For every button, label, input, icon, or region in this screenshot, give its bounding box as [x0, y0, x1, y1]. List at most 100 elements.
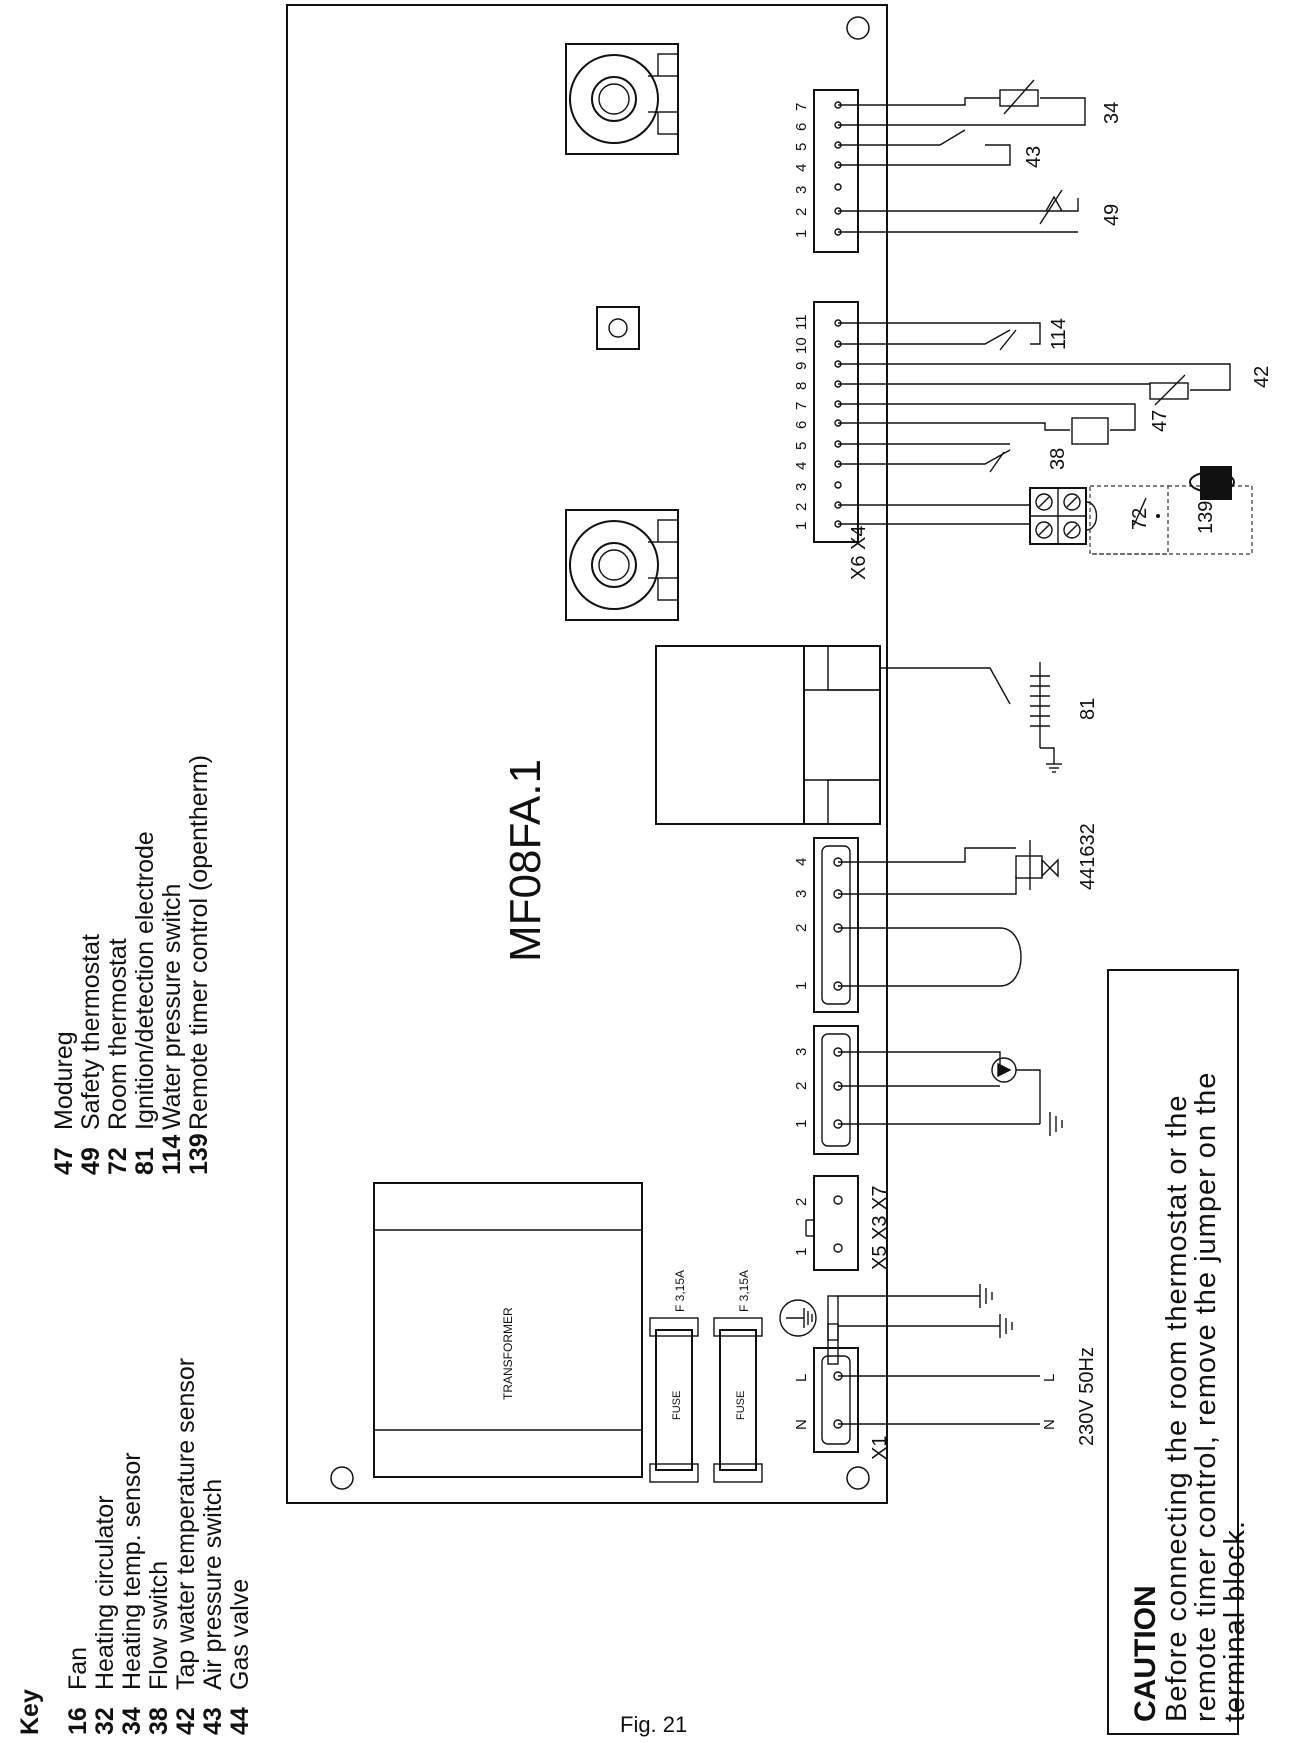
legend-label-43: Air pressure switch [199, 1479, 227, 1690]
legend-num-16: 16 [64, 1707, 92, 1735]
ignition-module [655, 645, 881, 825]
svg-text:8: 8 [793, 382, 810, 390]
fuse-1-label: FUSE [671, 1391, 683, 1420]
fuse-1 [649, 1317, 699, 1483]
gas-valve-wires [838, 840, 1059, 987]
svg-text:1: 1 [793, 230, 810, 238]
svg-text:7: 7 [793, 103, 810, 111]
ref-139: 139 [1195, 501, 1217, 534]
svg-text:2: 2 [793, 503, 810, 511]
caution-line-1: Before connecting the room thermostat or… [1161, 1094, 1193, 1722]
connector-x4 [813, 301, 859, 543]
legend-label-34: Heating temp. sensor [118, 1452, 146, 1690]
transformer-label: TRANSFORMER [501, 1307, 515, 1400]
svg-text:2: 2 [793, 1198, 810, 1206]
svg-text:6: 6 [793, 421, 810, 429]
svg-text:4: 4 [793, 462, 810, 470]
fuse-1-rating: F 3,15A [673, 1270, 687, 1312]
legend-label-49: Safety thermostat [77, 934, 105, 1130]
legend-label-81: Ignition/detection electrode [131, 831, 159, 1130]
pin-labels-gas-valve: 1 2 3 4 [793, 858, 810, 990]
pin-labels-x4: 1 2 3 4 5 6 7 8 9 10 11 [793, 314, 810, 530]
svg-text:4: 4 [793, 164, 810, 172]
ref-441632: 441632 [1077, 823, 1099, 890]
ref-42: 42 [1251, 366, 1273, 388]
mains-n-pin-label: N [793, 1419, 810, 1430]
legend: Key 16 Fan 32 Heating circulator 34 Heat… [16, 755, 254, 1735]
mains-l-label: L [1041, 1374, 1058, 1382]
legend-num-32: 32 [91, 1707, 119, 1735]
circulator-wires [838, 1051, 1063, 1136]
wires-x6 [838, 79, 1086, 233]
connector-label-x5-x3-x7: X5 X3 X7 [869, 1185, 891, 1270]
svg-text:3: 3 [793, 890, 810, 898]
svg-text:7: 7 [793, 402, 810, 410]
mounting-hole [846, 1466, 870, 1490]
svg-text:3: 3 [793, 186, 810, 194]
mains-wires [838, 1284, 1040, 1425]
caution-box: CAUTION Before connecting the room therm… [1107, 969, 1251, 1735]
connector-x5 [805, 1175, 859, 1271]
legend-num-139: 139 [185, 1133, 213, 1175]
earth-symbol [779, 1299, 817, 1337]
svg-text:9: 9 [793, 362, 810, 370]
svg-text:2: 2 [793, 208, 810, 216]
svg-text:5: 5 [793, 143, 810, 151]
earth-lug [827, 1323, 839, 1365]
fuse-2-rating: F 3,15A [737, 1270, 751, 1312]
legend-num-34: 34 [118, 1707, 146, 1735]
svg-text:11: 11 [793, 314, 810, 330]
svg-text:4: 4 [793, 858, 810, 866]
supply-label: 230V 50Hz [1076, 1347, 1098, 1446]
connector-label-x6-x4: X6 X4 [848, 526, 870, 580]
ref-81: 81 [1077, 698, 1099, 720]
svg-text:1: 1 [793, 522, 810, 530]
legend-num-114: 114 [158, 1135, 186, 1175]
caution-line-2: remote timer control, remove the jumper … [1190, 1072, 1222, 1722]
legend-label-47: Modureg [50, 1031, 78, 1130]
transformer [373, 1182, 643, 1478]
connector-x1 [813, 1347, 859, 1453]
svg-text:1: 1 [793, 1248, 810, 1256]
ref-72: 72 [1129, 508, 1151, 530]
legend-label-72: Room thermostat [104, 938, 132, 1130]
ref-34: 34 [1101, 102, 1123, 124]
legend-num-49: 49 [77, 1147, 105, 1175]
svg-text:1: 1 [793, 982, 810, 990]
legend-num-44: 44 [226, 1707, 254, 1735]
ref-38: 38 [1047, 448, 1069, 470]
terminal-block [1029, 487, 1098, 545]
svg-text:2: 2 [793, 1082, 810, 1090]
legend-label-38: Flow switch [145, 1561, 173, 1690]
connector-label-x1: X1 [869, 1436, 891, 1460]
connector-x6 [813, 89, 859, 253]
pin-labels-circulator: 1 2 3 [793, 1048, 810, 1128]
component-refs: 34 43 49 114 42 47 38 72 139 81 441632 [1023, 102, 1273, 890]
legend-label-44: Gas valve [226, 1579, 254, 1690]
caution-title: CAUTION [1129, 1585, 1162, 1722]
ref-49: 49 [1101, 204, 1123, 226]
svg-text:10: 10 [793, 337, 810, 354]
svg-text:6: 6 [793, 123, 810, 131]
ref-114: 114 [1048, 318, 1070, 350]
board-label: MF08FA.1 [501, 759, 550, 962]
legend-num-47: 47 [50, 1147, 78, 1175]
legend-num-72: 72 [104, 1147, 132, 1175]
svg-text:3: 3 [793, 483, 810, 491]
svg-text:3: 3 [793, 1048, 810, 1056]
mains-l-pin-label: L [793, 1374, 810, 1382]
mounting-hole [330, 1466, 354, 1490]
legend-num-42: 42 [172, 1707, 200, 1735]
wires-x4 [838, 322, 1231, 525]
ignition-electrode-81 [880, 662, 1062, 773]
earth-lug [827, 1295, 839, 1341]
legend-num-43: 43 [199, 1707, 227, 1735]
legend-label-16: Fan [64, 1647, 92, 1690]
mounting-hole [846, 16, 870, 40]
legend-label-114: Water pressure switch [158, 884, 186, 1130]
fuse-2 [713, 1317, 763, 1483]
remote-timer-box [1090, 466, 1253, 555]
potentiometer-top [565, 43, 679, 155]
board-button [596, 306, 640, 350]
